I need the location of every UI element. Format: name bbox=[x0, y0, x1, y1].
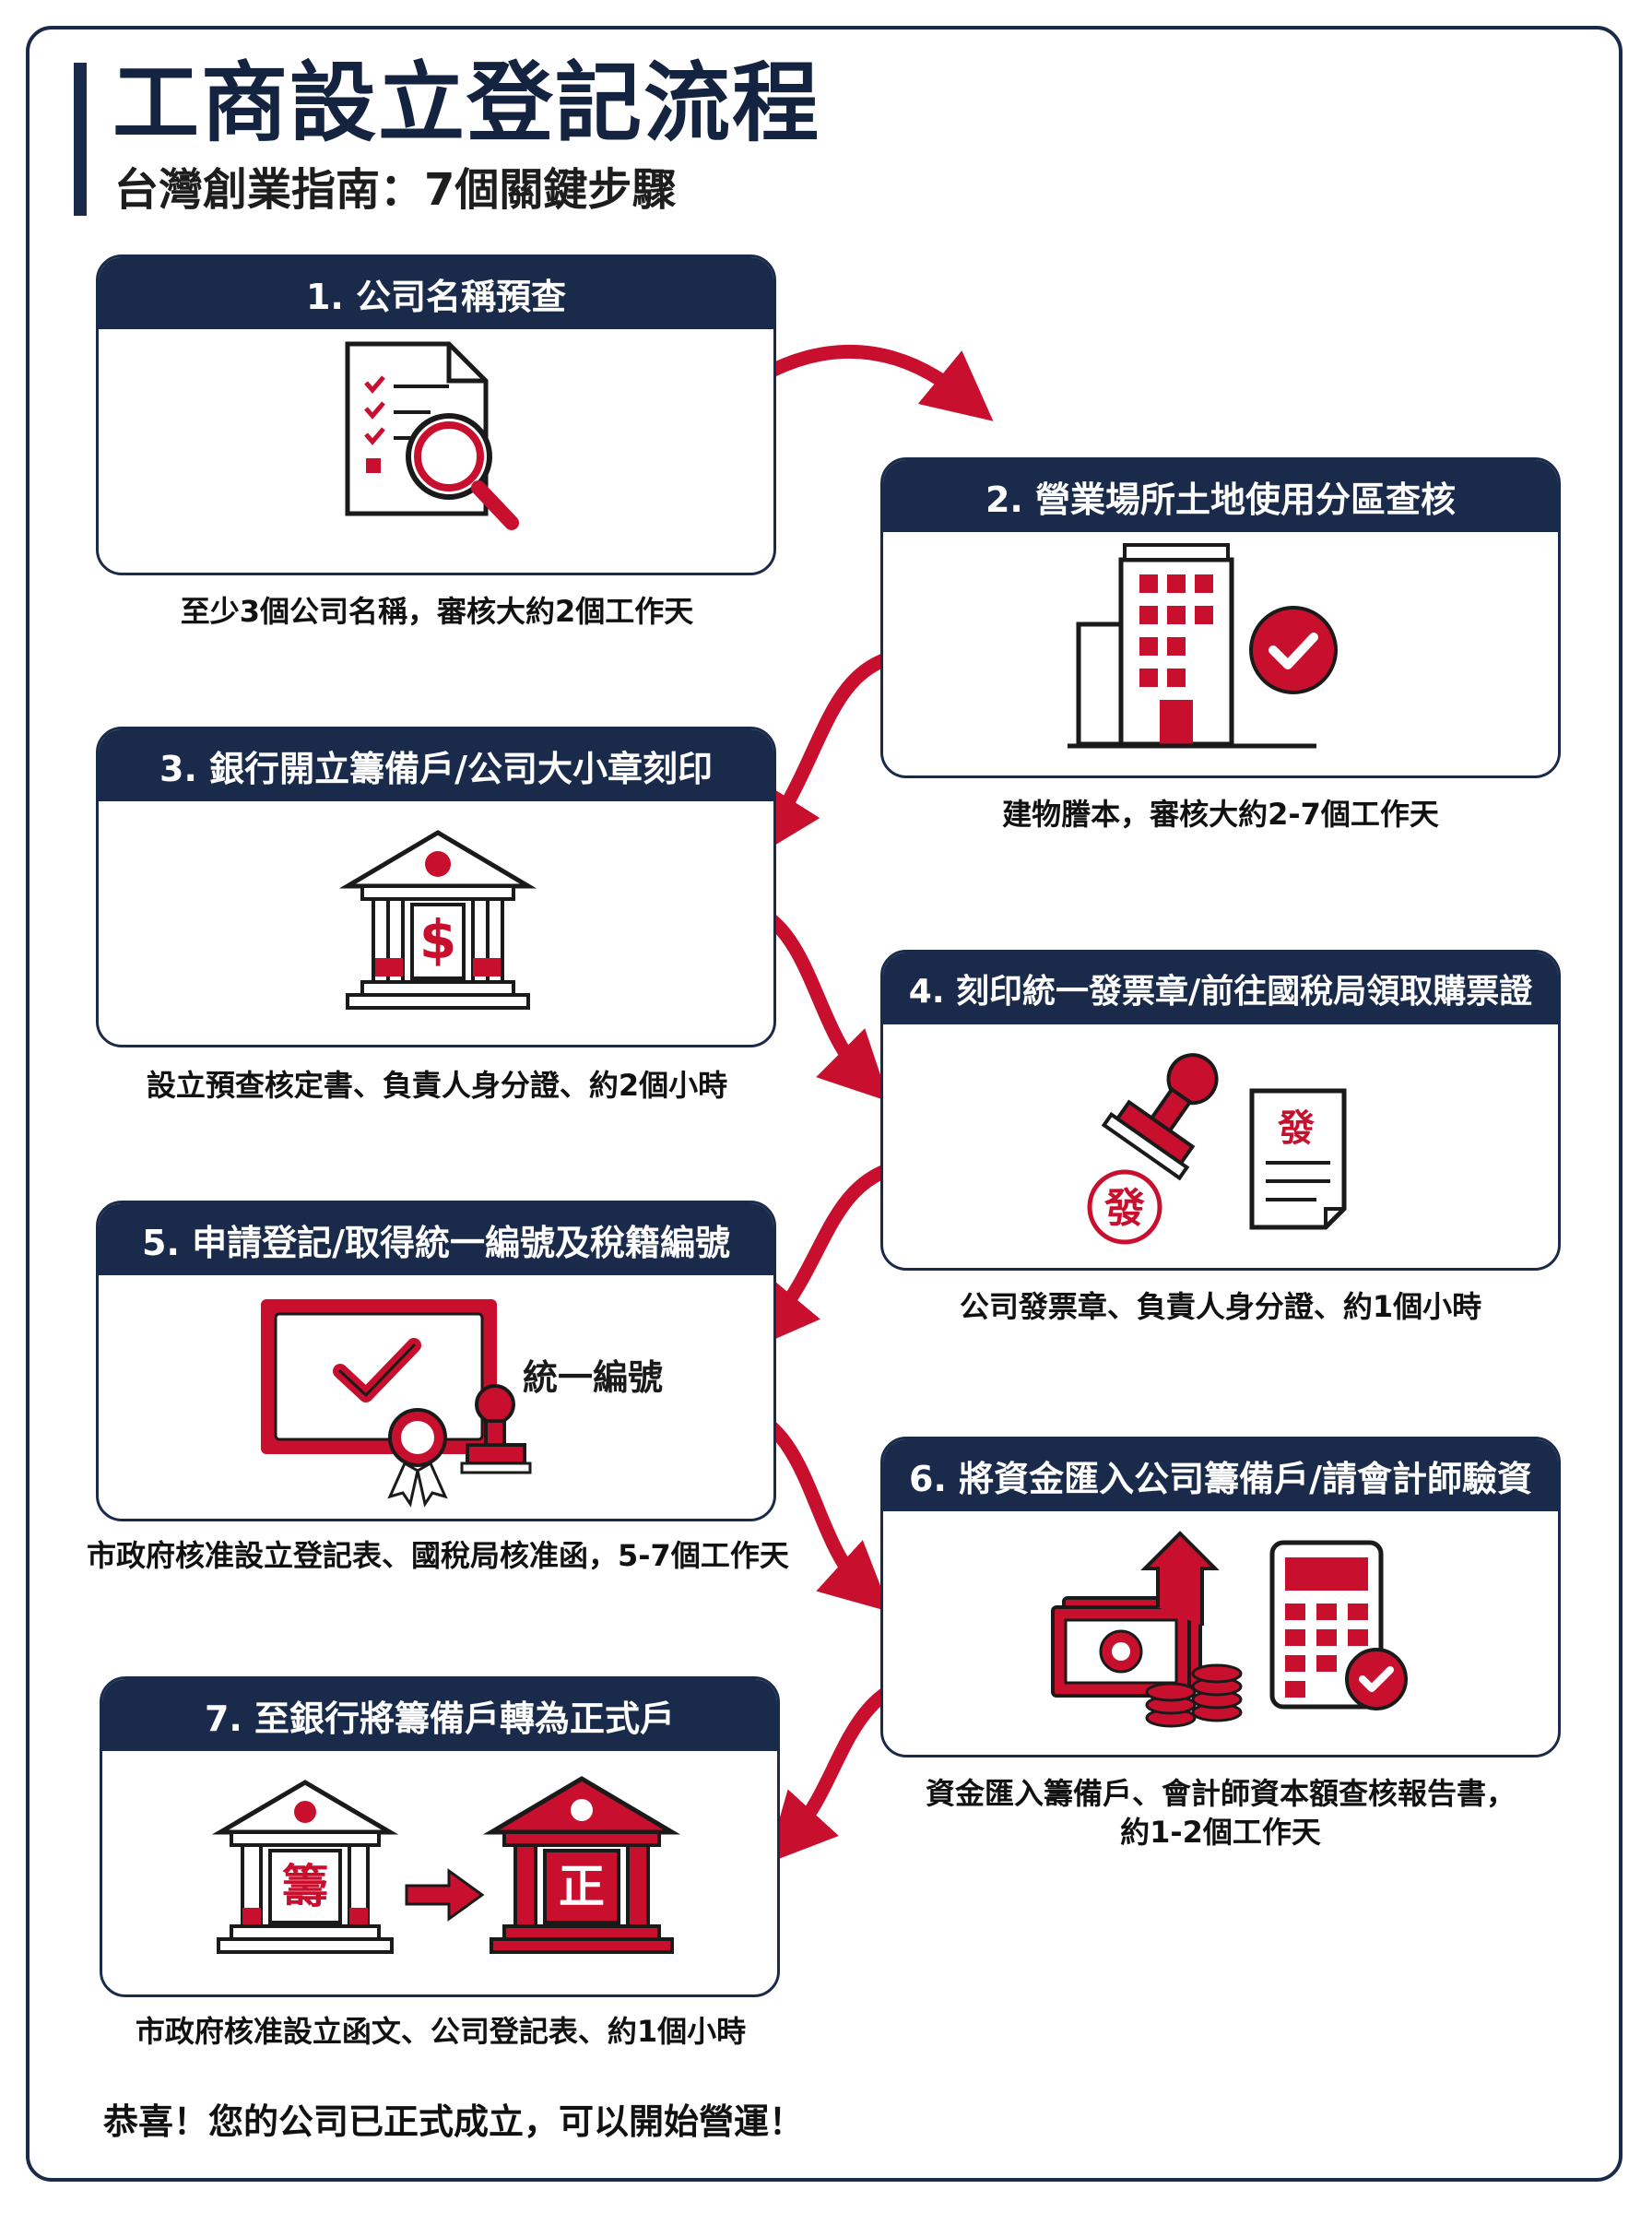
step-5-title: 5. 申請登記/取得統一編號及稅籍編號 bbox=[99, 1203, 773, 1275]
page-title: 工商設立登記流程 bbox=[112, 53, 821, 154]
official-account-text: 正 bbox=[559, 1860, 605, 1913]
step-3-caption: 設立預查核定書、負責人身分證、約2個小時 bbox=[146, 1068, 728, 1103]
step-7-caption: 市政府核准設立函文、公司登記表、約1個小時 bbox=[135, 2014, 747, 2049]
title-accent-bar bbox=[74, 63, 87, 216]
step-2-title: 2. 營業場所土地使用分區查核 bbox=[883, 460, 1558, 532]
outer-frame bbox=[26, 26, 1622, 2182]
step-5-caption: 市政府核准設立登記表、國稅局核准函，5-7個工作天 bbox=[87, 1538, 789, 1573]
step-4-card: 4. 刻印統一發票章/前往國稅局領取購票證 發 發 bbox=[880, 950, 1561, 1271]
svg-text:$: $ bbox=[419, 908, 456, 971]
step-3-title: 3. 銀行開立籌備戶/公司大小章刻印 bbox=[99, 729, 773, 801]
step-3-card: 3. 銀行開立籌備戶/公司大小章刻印 $ bbox=[96, 727, 776, 1047]
stamp-invoice-icon: 發 發 bbox=[1087, 1053, 1347, 1245]
step-2-caption: 建物謄本，審核大約2-7個工作天 bbox=[1002, 797, 1439, 832]
step-1-title: 1. 公司名稱預查 bbox=[99, 257, 773, 329]
page-subtitle: 台灣創業指南：7個關鍵步驟 bbox=[114, 164, 677, 216]
invoice-text: 發 bbox=[1277, 1107, 1315, 1150]
step-6-card: 6. 將資金匯入公司籌備戶/請會計師驗資 bbox=[880, 1437, 1561, 1757]
step-7-card: 7. 至銀行將籌備戶轉為正式戶 籌 正 bbox=[100, 1676, 780, 1997]
bank-dollar-icon: $ bbox=[338, 830, 537, 1010]
step-1-card: 1. 公司名稱預查 bbox=[96, 254, 776, 575]
step-7-title: 7. 至銀行將籌備戶轉為正式戶 bbox=[102, 1679, 777, 1751]
bank-convert-icon: 籌 正 bbox=[211, 1776, 681, 1954]
step-6-title: 6. 將資金匯入公司籌備戶/請會計師驗資 bbox=[883, 1439, 1558, 1511]
step-1-caption: 至少3個公司名稱，審核大約2個工作天 bbox=[180, 594, 694, 629]
stamp-seal-text: 發 bbox=[1103, 1185, 1145, 1232]
document-magnifier-icon bbox=[345, 341, 519, 530]
congratulations-message: 恭喜！您的公司已正式成立，可以開始營運！ bbox=[103, 2101, 805, 2142]
certificate-label: 統一編號 bbox=[523, 1357, 663, 1398]
step-4-caption: 公司發票章、負責人身分證、約1個小時 bbox=[959, 1289, 1482, 1324]
building-check-icon bbox=[1068, 543, 1338, 749]
step-6-caption-line-2: 約1-2個工作天 bbox=[1120, 1815, 1321, 1850]
step-6-caption-line-1: 資金匯入籌備戶、會計師資本額查核報告書， bbox=[925, 1776, 1516, 1811]
step-5-card: 5. 申請登記/取得統一編號及稅籍編號 統一編號 bbox=[96, 1201, 776, 1521]
step-2-card: 2. 營業場所土地使用分區查核 bbox=[880, 457, 1561, 778]
certificate-icon: 統一編號 bbox=[261, 1299, 663, 1508]
step-4-title: 4. 刻印統一發票章/前往國稅局領取購票證 bbox=[883, 953, 1558, 1024]
money-calculator-icon bbox=[1051, 1531, 1408, 1728]
preparatory-account-text: 籌 bbox=[282, 1860, 328, 1913]
